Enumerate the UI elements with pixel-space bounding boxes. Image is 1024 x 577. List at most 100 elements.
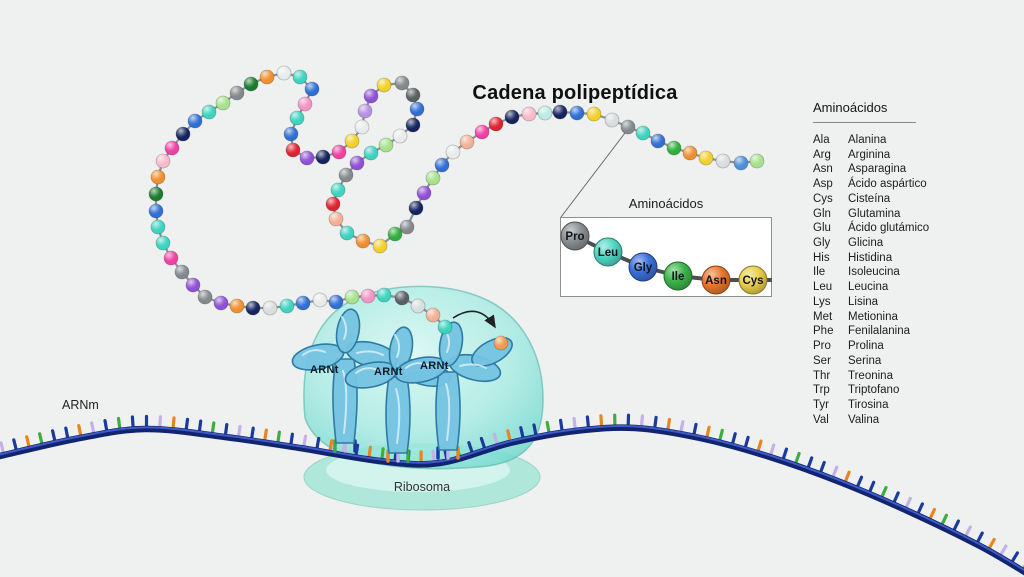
amino-acid-bead-shine xyxy=(377,288,391,302)
mrna-tick xyxy=(479,436,487,450)
mrna-tick xyxy=(77,424,83,437)
mrna-tick xyxy=(916,502,925,515)
amino-acid-bead-shine xyxy=(446,145,460,159)
amino-acid-bead-shine xyxy=(263,301,277,315)
amino-acid-bead-shine xyxy=(216,96,230,110)
mrna-tick xyxy=(831,465,839,479)
amino-acid-bead-shine xyxy=(475,125,489,139)
mrna-tick xyxy=(999,544,1008,557)
inset-amino-acid-bead xyxy=(663,261,693,291)
inset-bead-label: Gly xyxy=(634,262,653,274)
amino-acid-bead-shine xyxy=(621,120,635,134)
amino-acid-bead-shine xyxy=(377,78,391,92)
inset-amino-acid-bead xyxy=(701,265,731,295)
amino-acid-bead-shine xyxy=(373,239,387,253)
amino-acid-bead-shine xyxy=(379,138,393,152)
amino-acid-bead-shine xyxy=(156,154,170,168)
amino-acid-bead-shine xyxy=(313,293,327,307)
amino-acid-bead-shine xyxy=(165,141,179,155)
mrna-tick xyxy=(781,447,789,461)
amino-acid-bead-shine xyxy=(400,220,414,234)
mrna-tick xyxy=(250,426,255,440)
amino-acid-bead-shine xyxy=(716,154,730,168)
amino-acid-bead-shine xyxy=(280,299,294,313)
amino-acid-bead-shine xyxy=(587,107,601,121)
amino-acid-bead-shine xyxy=(149,187,163,201)
amino-acid-bead-shine xyxy=(411,299,425,313)
amino-acid-bead-shine xyxy=(296,296,310,310)
amino-acid-bead-shine xyxy=(286,143,300,157)
amino-acid-bead-shine xyxy=(156,236,170,250)
amino-acid-bead-shine xyxy=(277,66,291,80)
amino-acid-bead-shine xyxy=(329,295,343,309)
mrna-tick xyxy=(116,416,122,430)
amino-acid-bead-shine xyxy=(667,141,681,155)
mrna-tick xyxy=(545,420,551,434)
mrna-tick xyxy=(868,480,876,494)
mrna-tick xyxy=(237,424,242,438)
amino-acid-bead-shine xyxy=(260,70,274,84)
mrna-tick xyxy=(572,416,577,431)
amino-acid-bead-shine xyxy=(395,76,409,90)
trna-texture xyxy=(341,316,348,340)
transfer-arrow-icon xyxy=(452,310,496,329)
amino-acid-bead-shine xyxy=(734,156,748,170)
amino-acid-bead-shine xyxy=(230,86,244,100)
amino-acid-bead-shine xyxy=(395,291,409,305)
mrna-tick xyxy=(794,451,801,465)
amino-acid-bead-shine xyxy=(489,117,503,131)
amino-acid-bead-shine xyxy=(149,204,163,218)
mrna-backbone-highlight xyxy=(0,425,1024,572)
amino-acid-bead-shine xyxy=(409,201,423,215)
mrna-tick xyxy=(276,430,281,444)
mrna-tick xyxy=(692,422,698,436)
mrna-tick xyxy=(730,432,737,445)
trna-texture xyxy=(302,349,326,356)
mrna-backbone xyxy=(0,424,1024,576)
amino-acid-bead-shine xyxy=(305,82,319,96)
trna-body xyxy=(435,371,461,451)
amino-acid-bead-shine xyxy=(340,226,354,240)
inset-bead-label: Leu xyxy=(598,247,618,259)
mrna-tick xyxy=(928,508,937,521)
amino-acid-bead-shine xyxy=(329,212,343,226)
mrna-tick xyxy=(718,428,724,442)
trna-body xyxy=(335,308,361,354)
amino-acid-bead-shine xyxy=(750,154,764,168)
amino-acid-bead-shine xyxy=(406,88,420,102)
amino-acid-bead-shine xyxy=(246,301,260,315)
mrna-strand xyxy=(0,413,1024,576)
mrna-tick xyxy=(653,415,658,429)
amino-acid-bead-shine xyxy=(345,134,359,148)
mrna-tick xyxy=(263,428,268,442)
amino-acid-bead-shine xyxy=(356,234,370,248)
mrna-tick xyxy=(328,439,334,453)
mrna-tick xyxy=(103,419,109,432)
amino-acid-bead-shine xyxy=(298,97,312,111)
inset-amino-acid-bead xyxy=(560,221,590,251)
amino-acid-bead-shine xyxy=(364,89,378,103)
mrna-tick xyxy=(558,418,564,432)
trna-texture xyxy=(342,370,348,434)
amino-acid-bead-shine xyxy=(417,186,431,200)
amino-acid-bead-shine xyxy=(494,336,508,350)
trna-texture xyxy=(395,388,401,444)
mrna-tick xyxy=(952,519,961,532)
amino-acid-bead-shine xyxy=(361,289,375,303)
mrna-tick xyxy=(467,441,474,454)
mrna-tick xyxy=(12,438,18,452)
mrna-tick xyxy=(679,420,685,434)
mrna-tick xyxy=(819,460,826,474)
amino-acid-bead-shine xyxy=(553,105,567,119)
amino-acid-bead-shine xyxy=(393,129,407,143)
mrna-tick xyxy=(184,417,190,431)
mrna-tick xyxy=(892,491,900,504)
amino-acid-bead-shine xyxy=(570,106,584,120)
amino-acid-bead-shine xyxy=(350,156,364,170)
mrna-tick xyxy=(975,531,984,544)
inset-bead-label: Cys xyxy=(742,275,763,287)
mrna-tick xyxy=(492,432,499,446)
mrna-tick xyxy=(431,449,436,463)
amino-acid-bead-shine xyxy=(164,251,178,265)
